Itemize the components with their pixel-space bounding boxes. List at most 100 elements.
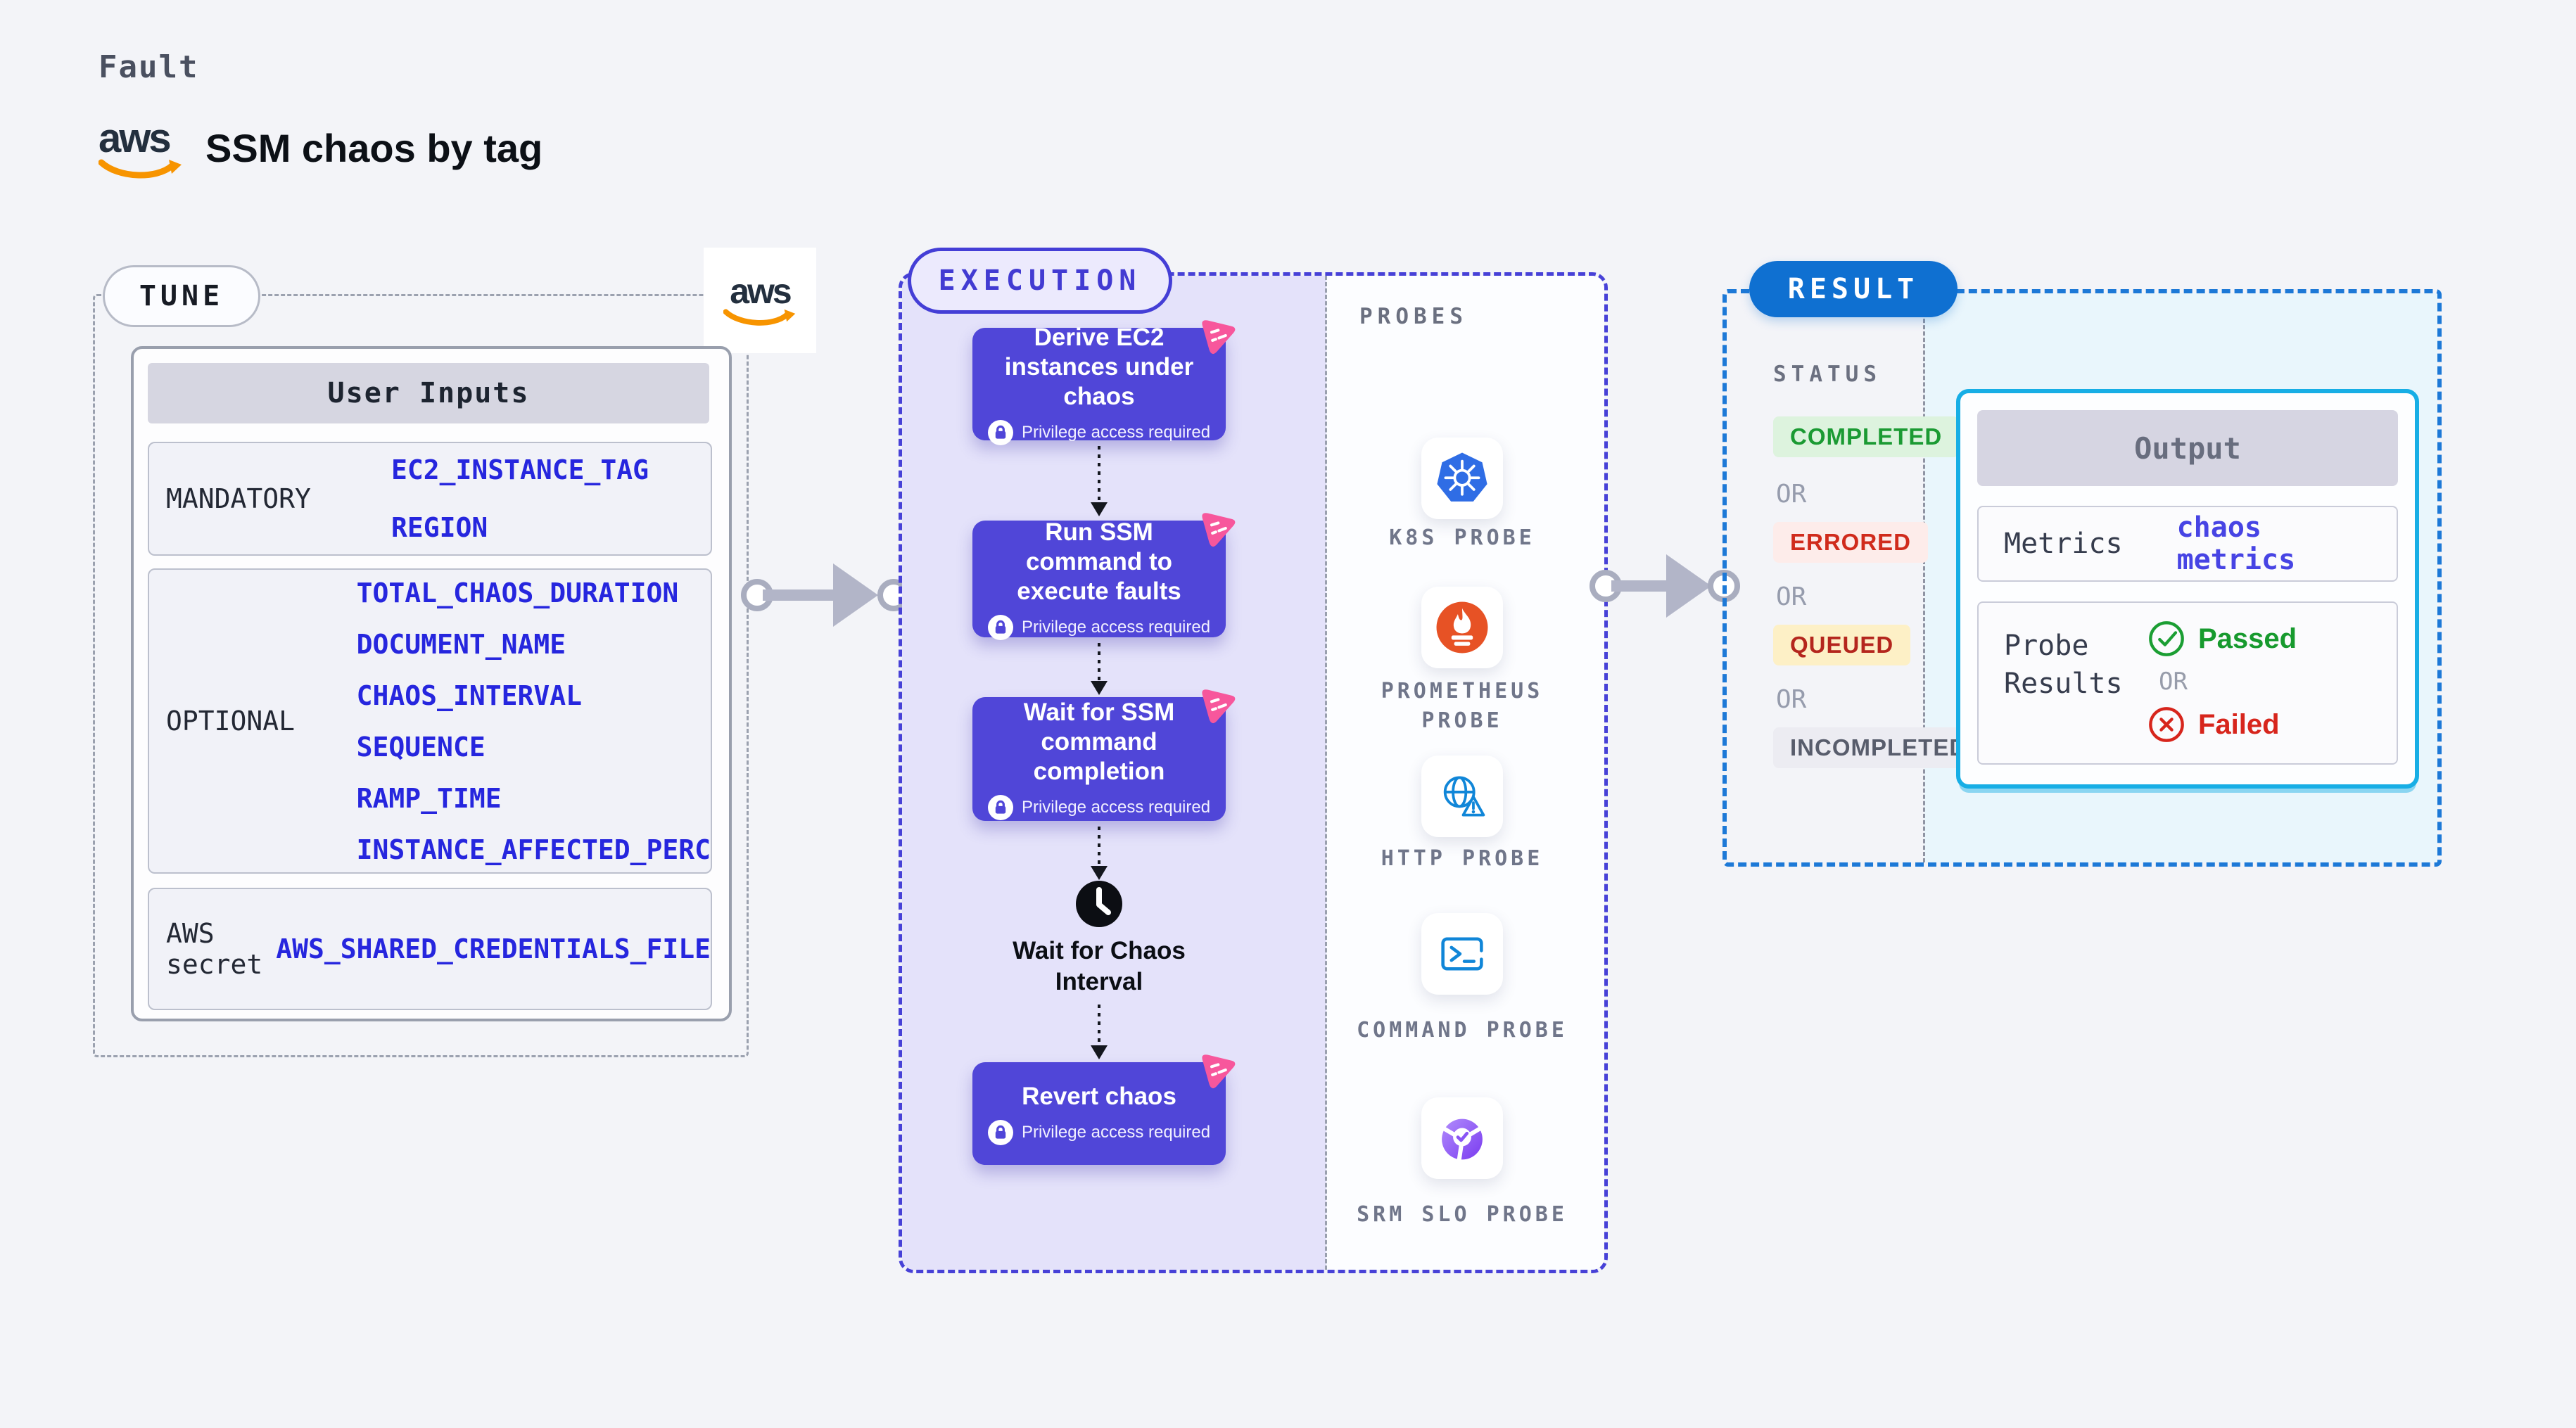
step-title: Revert chaos [1022,1083,1176,1110]
connector-line [763,589,835,601]
step-title: Derive EC2 instances under chaos [1004,324,1194,410]
aws-wordmark: aws [99,115,172,161]
user-inputs-title: User Inputs [148,363,709,423]
terminal-icon [1441,937,1483,971]
or-label: OR [2159,668,2188,696]
probes-separator [1325,276,1327,1270]
result-separator [1923,293,1925,862]
failed-x-icon [2149,707,2184,742]
status-badge-queued: QUEUED [1773,625,1911,665]
wait-node-title: Wait for Chaos Interval [1013,937,1186,995]
row-label: AWS secret [166,918,263,980]
param-value: REGION [391,512,488,543]
aws-wordmark: aws [730,272,792,311]
metrics-row: Metrics chaos metrics [1977,506,2398,582]
connector-arrowhead [1666,554,1711,618]
or-label: OR [1776,582,1807,611]
or-label: OR [1776,480,1807,509]
param-value: TOTAL_CHAOS_DURATION [356,577,679,608]
step-derive-ec2: Derive EC2 instances under chaos Privile… [972,320,1236,445]
status-badge-incompleted: INCOMPLETED [1773,727,1984,768]
flow-arrow [1098,1005,1100,1045]
probe-tile-k8s [1421,438,1503,519]
step-run-ssm-command: Run SSM command to execute faults Privil… [972,513,1236,640]
tune-aws-logo: aws [704,248,816,353]
result-label-pill: RESULT [1749,261,1958,317]
tune-section-frame [93,294,749,1057]
flow-arrowhead [1091,866,1108,880]
flow-arrowhead [1091,681,1108,695]
probe-tile-command [1421,913,1503,995]
probe-label: PROMETHEUS PROBE [1381,679,1544,733]
probe-tile-http [1421,756,1503,837]
metrics-value: chaos metrics [2176,511,2296,576]
status-badge-completed: COMPLETED [1773,416,1960,457]
param-value: CHAOS_INTERVAL [356,680,582,711]
chaos-fault-icon [1202,1054,1236,1089]
probe-results-label: Probe Results [2004,630,2123,700]
lock-icon [987,1120,1013,1145]
probes-title: PROBES [1359,304,1468,329]
output-title: Output [1977,410,2398,486]
metrics-label: Metrics [2004,528,2123,560]
table-row-optional: OPTIONAL TOTAL_CHAOS_DURATION DOCUMENT_N… [148,568,712,874]
probe-results-row: Probe Results Passed OR Failed [1977,601,2398,765]
status-title: STATUS [1773,362,1882,387]
flow-arrow [1098,446,1100,502]
row-label: MANDATORY [166,483,311,514]
aws-smile-icon [98,159,182,179]
probe-label: HTTP PROBE [1381,846,1544,871]
flow-arrowhead [1091,1045,1108,1059]
fault-kicker: Fault [99,49,199,85]
privilege-note: Privilege access required [1021,423,1211,442]
execution-label-pill: EXECUTION [908,248,1172,314]
clock-icon [1076,881,1122,927]
flow-arrowhead [1091,502,1108,516]
probe-label: SRM SLO PROBE [1357,1202,1568,1227]
chaos-fault-icon [1202,689,1236,724]
probe-label: K8S PROBE [1389,525,1535,550]
param-value: INSTANCE_AFFECTED_PERC [356,834,711,865]
chaos-fault-icon [1202,320,1236,355]
or-label: OR [1776,685,1807,714]
tune-label-pill: TUNE [103,265,260,327]
row-label: OPTIONAL [166,706,296,737]
passed-check-icon [2149,621,2184,656]
param-value: EC2_INSTANCE_TAG [391,454,649,485]
lock-icon [987,615,1013,640]
passed-label: Passed [2198,623,2297,654]
probe-tile-srm-slo [1421,1097,1503,1179]
page-title: SSM chaos by tag [205,126,543,170]
chaos-fault-icon [1202,513,1236,547]
kubernetes-icon [1437,452,1487,502]
table-row-mandatory: MANDATORY EC2_INSTANCE_TAG REGION [148,442,712,556]
param-value: SEQUENCE [356,731,486,763]
lock-icon [987,795,1013,820]
param-value: AWS_SHARED_CREDENTIALS_FILE [276,933,711,964]
param-value: RAMP_TIME [356,782,502,814]
step-wait-ssm-completion: Wait for SSM command completion Privileg… [972,689,1236,821]
flow-arrow [1098,827,1100,866]
privilege-note: Privilege access required [1021,618,1211,637]
connector-arrowhead [833,563,878,627]
status-badge-errored: ERRORED [1773,522,1929,563]
flow-arrow [1098,643,1100,681]
step-title: Wait for SSM command completion [1023,699,1175,785]
aws-smile-icon [723,309,796,326]
prometheus-icon [1436,601,1488,654]
slo-donut-icon [1442,1118,1483,1162]
lock-icon [987,420,1013,445]
failed-label: Failed [2198,708,2280,740]
aws-logo: aws [98,115,190,184]
privilege-note: Privilege access required [1021,1123,1211,1142]
probe-label: COMMAND PROBE [1357,1018,1568,1043]
connector-line [1611,580,1668,592]
table-row-aws-secret: AWS secret AWS_SHARED_CREDENTIALS_FILE [148,888,712,1010]
param-value: DOCUMENT_NAME [356,628,566,660]
step-revert-chaos: Revert chaos Privilege access required [972,1054,1236,1165]
privilege-note: Privilege access required [1021,798,1211,817]
step-title: Run SSM command to execute faults [1017,518,1181,605]
http-globe-icon [1443,776,1485,817]
output-card: Output Metrics chaos metrics Probe Resul… [1956,389,2419,789]
